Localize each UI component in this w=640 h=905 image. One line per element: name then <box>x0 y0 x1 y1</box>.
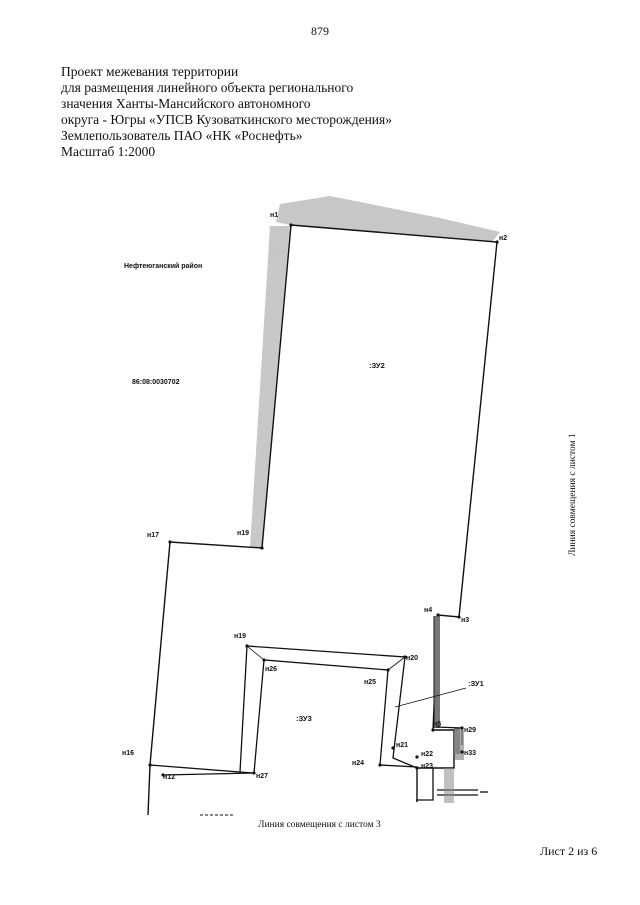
scale-line: Масштаб 1:2000 <box>61 144 156 159</box>
point-label-n19-lower: н19 <box>234 633 246 640</box>
point-label-n5: н5 <box>433 721 441 728</box>
point-label-n16: н16 <box>122 750 134 757</box>
point-label-n25: н25 <box>364 679 376 686</box>
title-line-1: Проект межевания территории <box>61 64 239 79</box>
point-label-n1: н1 <box>270 212 278 219</box>
sheet-number: Лист 2 из 6 <box>540 844 598 858</box>
district-label: Нефтеюганский район <box>124 262 202 270</box>
point-label-n17: н17 <box>147 532 159 539</box>
right-match-line-caption: Линия совмещения с листом 1 <box>568 433 578 556</box>
zu3-outer-boundary <box>149 645 418 773</box>
point-label-n20: н20 <box>406 655 418 662</box>
bottom-match-line-caption: Линия совмещения с листом 3 <box>258 820 381 830</box>
boundary-points <box>148 223 499 777</box>
point-label-n4: н4 <box>424 607 432 614</box>
point-label-n2: н2 <box>499 235 507 242</box>
title-block: Проект межевания территории для размещен… <box>61 64 392 160</box>
point-label-n29: н29 <box>464 727 476 734</box>
zu3-inner-boundary <box>162 659 418 776</box>
zu1-leader-line <box>394 687 467 708</box>
point-label-n23: н23 <box>421 763 433 770</box>
point-label-n3: н3 <box>461 617 469 624</box>
point-label-n33: н33 <box>464 750 476 757</box>
zu3-link-right <box>387 656 406 671</box>
title-line-4: округа - Югры «УПСВ Кузоваткинского мест… <box>61 112 392 127</box>
point-label-n24: н24 <box>352 760 364 767</box>
title-line-2: для размещения линейного объекта региона… <box>61 80 354 95</box>
boundary-shading <box>250 196 500 548</box>
point-label-n26: н26 <box>265 666 277 673</box>
title-line-3: значения Ханты-Мансийского автономного <box>61 96 311 111</box>
point-label-n19-upper: н19 <box>237 530 249 537</box>
area-label-zu1: :ЗУ1 <box>468 679 484 688</box>
point-label-n22: н22 <box>421 751 433 758</box>
point-label-n27: н27 <box>256 773 268 780</box>
area-label-zu2: :ЗУ2 <box>369 361 385 370</box>
area-label-zu3: :ЗУ3 <box>296 714 312 723</box>
land-user-line: Землепользователь ПАО «НК «Роснефть» <box>61 128 303 143</box>
point-label-n21: н21 <box>396 742 408 749</box>
page-number: 879 <box>311 24 329 38</box>
cadastral-block-label: 86:08:0030702 <box>132 379 180 386</box>
lower-right-hatching-2 <box>444 768 454 803</box>
zu2-boundary <box>290 224 498 802</box>
lower-right-hatching <box>455 730 464 760</box>
point-label-n12: н12 <box>163 774 175 781</box>
zu3-link-top <box>246 645 265 661</box>
zu3-link-left <box>239 771 255 774</box>
